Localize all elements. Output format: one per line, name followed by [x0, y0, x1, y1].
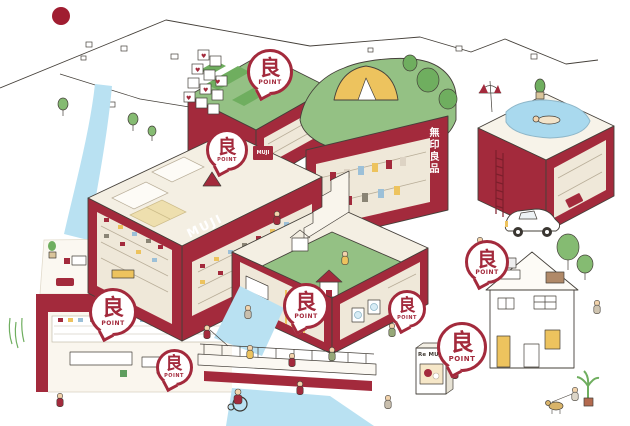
point-caption: POINT	[101, 319, 125, 327]
ryo-kanji: 良	[477, 246, 497, 271]
point-caption: POINT	[448, 354, 476, 363]
ryo-kanji: 良	[101, 295, 124, 321]
wheelchair-user	[227, 388, 248, 412]
svg-text:♥: ♥	[201, 53, 206, 60]
river-central	[214, 286, 374, 426]
point-caption: POINT	[217, 156, 237, 163]
point-caption: POINT	[258, 79, 282, 86]
ryo-kanji: 良	[217, 135, 237, 158]
umbrella-icon	[478, 80, 502, 113]
family-house	[485, 251, 579, 369]
ryo-kanji: 良	[450, 329, 474, 356]
trees	[8, 97, 600, 407]
mujirushi-ryohin-sign: 無印良品	[427, 127, 438, 175]
store-goods-left	[104, 218, 163, 262]
stairs	[303, 170, 350, 241]
svg-text:♥: ♥	[186, 95, 191, 102]
point-caption: POINT	[475, 268, 499, 276]
svg-text:♥: ♥	[195, 67, 200, 74]
muji-heart-boxes	[183, 49, 228, 115]
ryo-kanji: 良	[165, 353, 183, 374]
ladder	[495, 150, 504, 217]
river-stream-left	[64, 84, 112, 240]
point-caption: POINT	[397, 314, 417, 321]
svg-text:♥: ♥	[203, 87, 208, 94]
sun-icon	[52, 7, 70, 25]
svg-text:♥: ♥	[215, 79, 220, 86]
ryo-kanji: 良	[398, 295, 416, 316]
dog-walker	[545, 386, 579, 414]
mountain-houses	[80, 41, 538, 108]
fisher	[203, 324, 229, 347]
reeds	[8, 317, 25, 349]
ryo-kanji: 良	[295, 290, 317, 314]
point-caption: POINT	[164, 372, 184, 379]
muji-rooftop-sign: MUJI	[253, 146, 273, 160]
pool-building	[477, 78, 615, 233]
bridge	[197, 343, 377, 391]
re-muji-station	[415, 342, 454, 395]
heart-icon: ♥♥♥ ♥♥	[186, 53, 220, 102]
palm-plant	[576, 370, 600, 407]
re-muji-sign: Re MUJI	[418, 352, 444, 358]
point-caption: POINT	[294, 313, 318, 320]
car	[504, 208, 561, 237]
ryo-kanji: 良	[259, 56, 281, 80]
